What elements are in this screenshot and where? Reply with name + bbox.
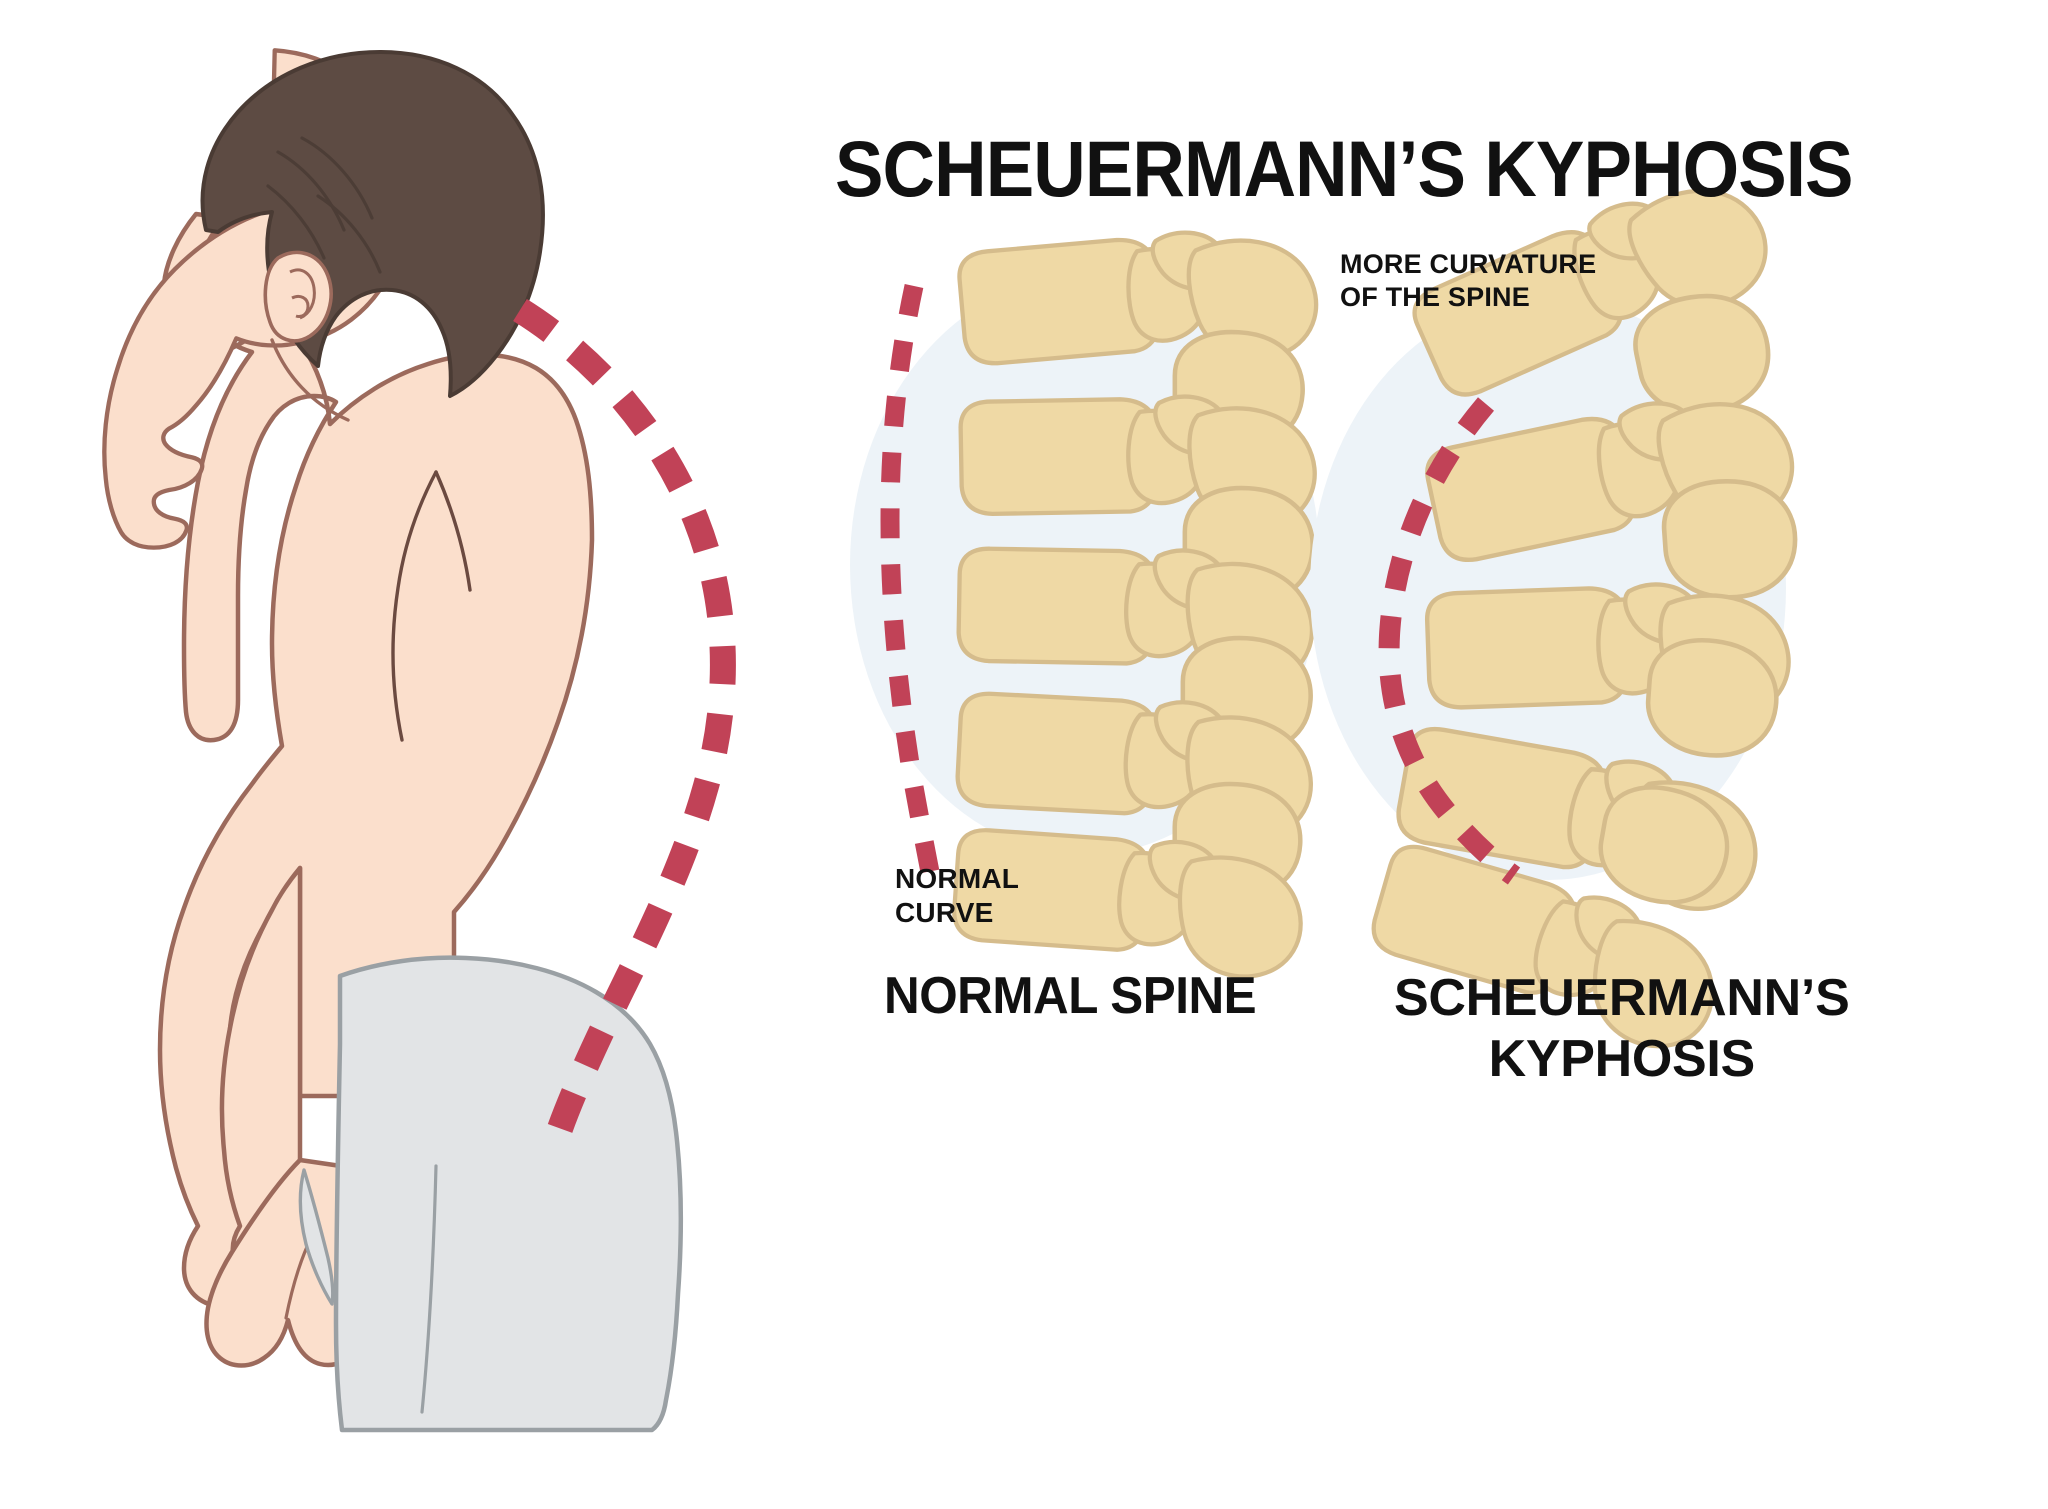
kyphosis-spine-diagram <box>1310 156 1802 1059</box>
more-curvature-label: MORE CURVATURE OF THE SPINE <box>1340 249 1597 312</box>
figure-shorts-fold <box>420 1164 438 1414</box>
kyphosis-caption: SCHEUERMANN’S KYPHOSIS <box>1394 969 1850 1089</box>
human-figure <box>102 48 736 1433</box>
figure-shorts <box>333 955 684 1433</box>
normal-curve-label: NORMAL CURVE <box>895 863 1020 928</box>
figure-back-curve-dashed <box>513 298 736 1145</box>
figure-hair-strands <box>266 136 382 274</box>
figure-face-contour <box>270 338 350 422</box>
normal-curve-dashed <box>880 283 940 874</box>
normal-spine-diagram <box>850 222 1321 981</box>
figure-ear <box>263 250 333 343</box>
figure-shorts-sliver <box>298 1168 335 1306</box>
kyphosis-curve-dashed <box>1378 397 1521 885</box>
normal-spine-caption: NORMAL SPINE <box>884 967 1257 1025</box>
page-title: SCHEUERMANN’S KYPHOSIS <box>835 124 1854 213</box>
figure-arm-contour <box>391 470 472 742</box>
